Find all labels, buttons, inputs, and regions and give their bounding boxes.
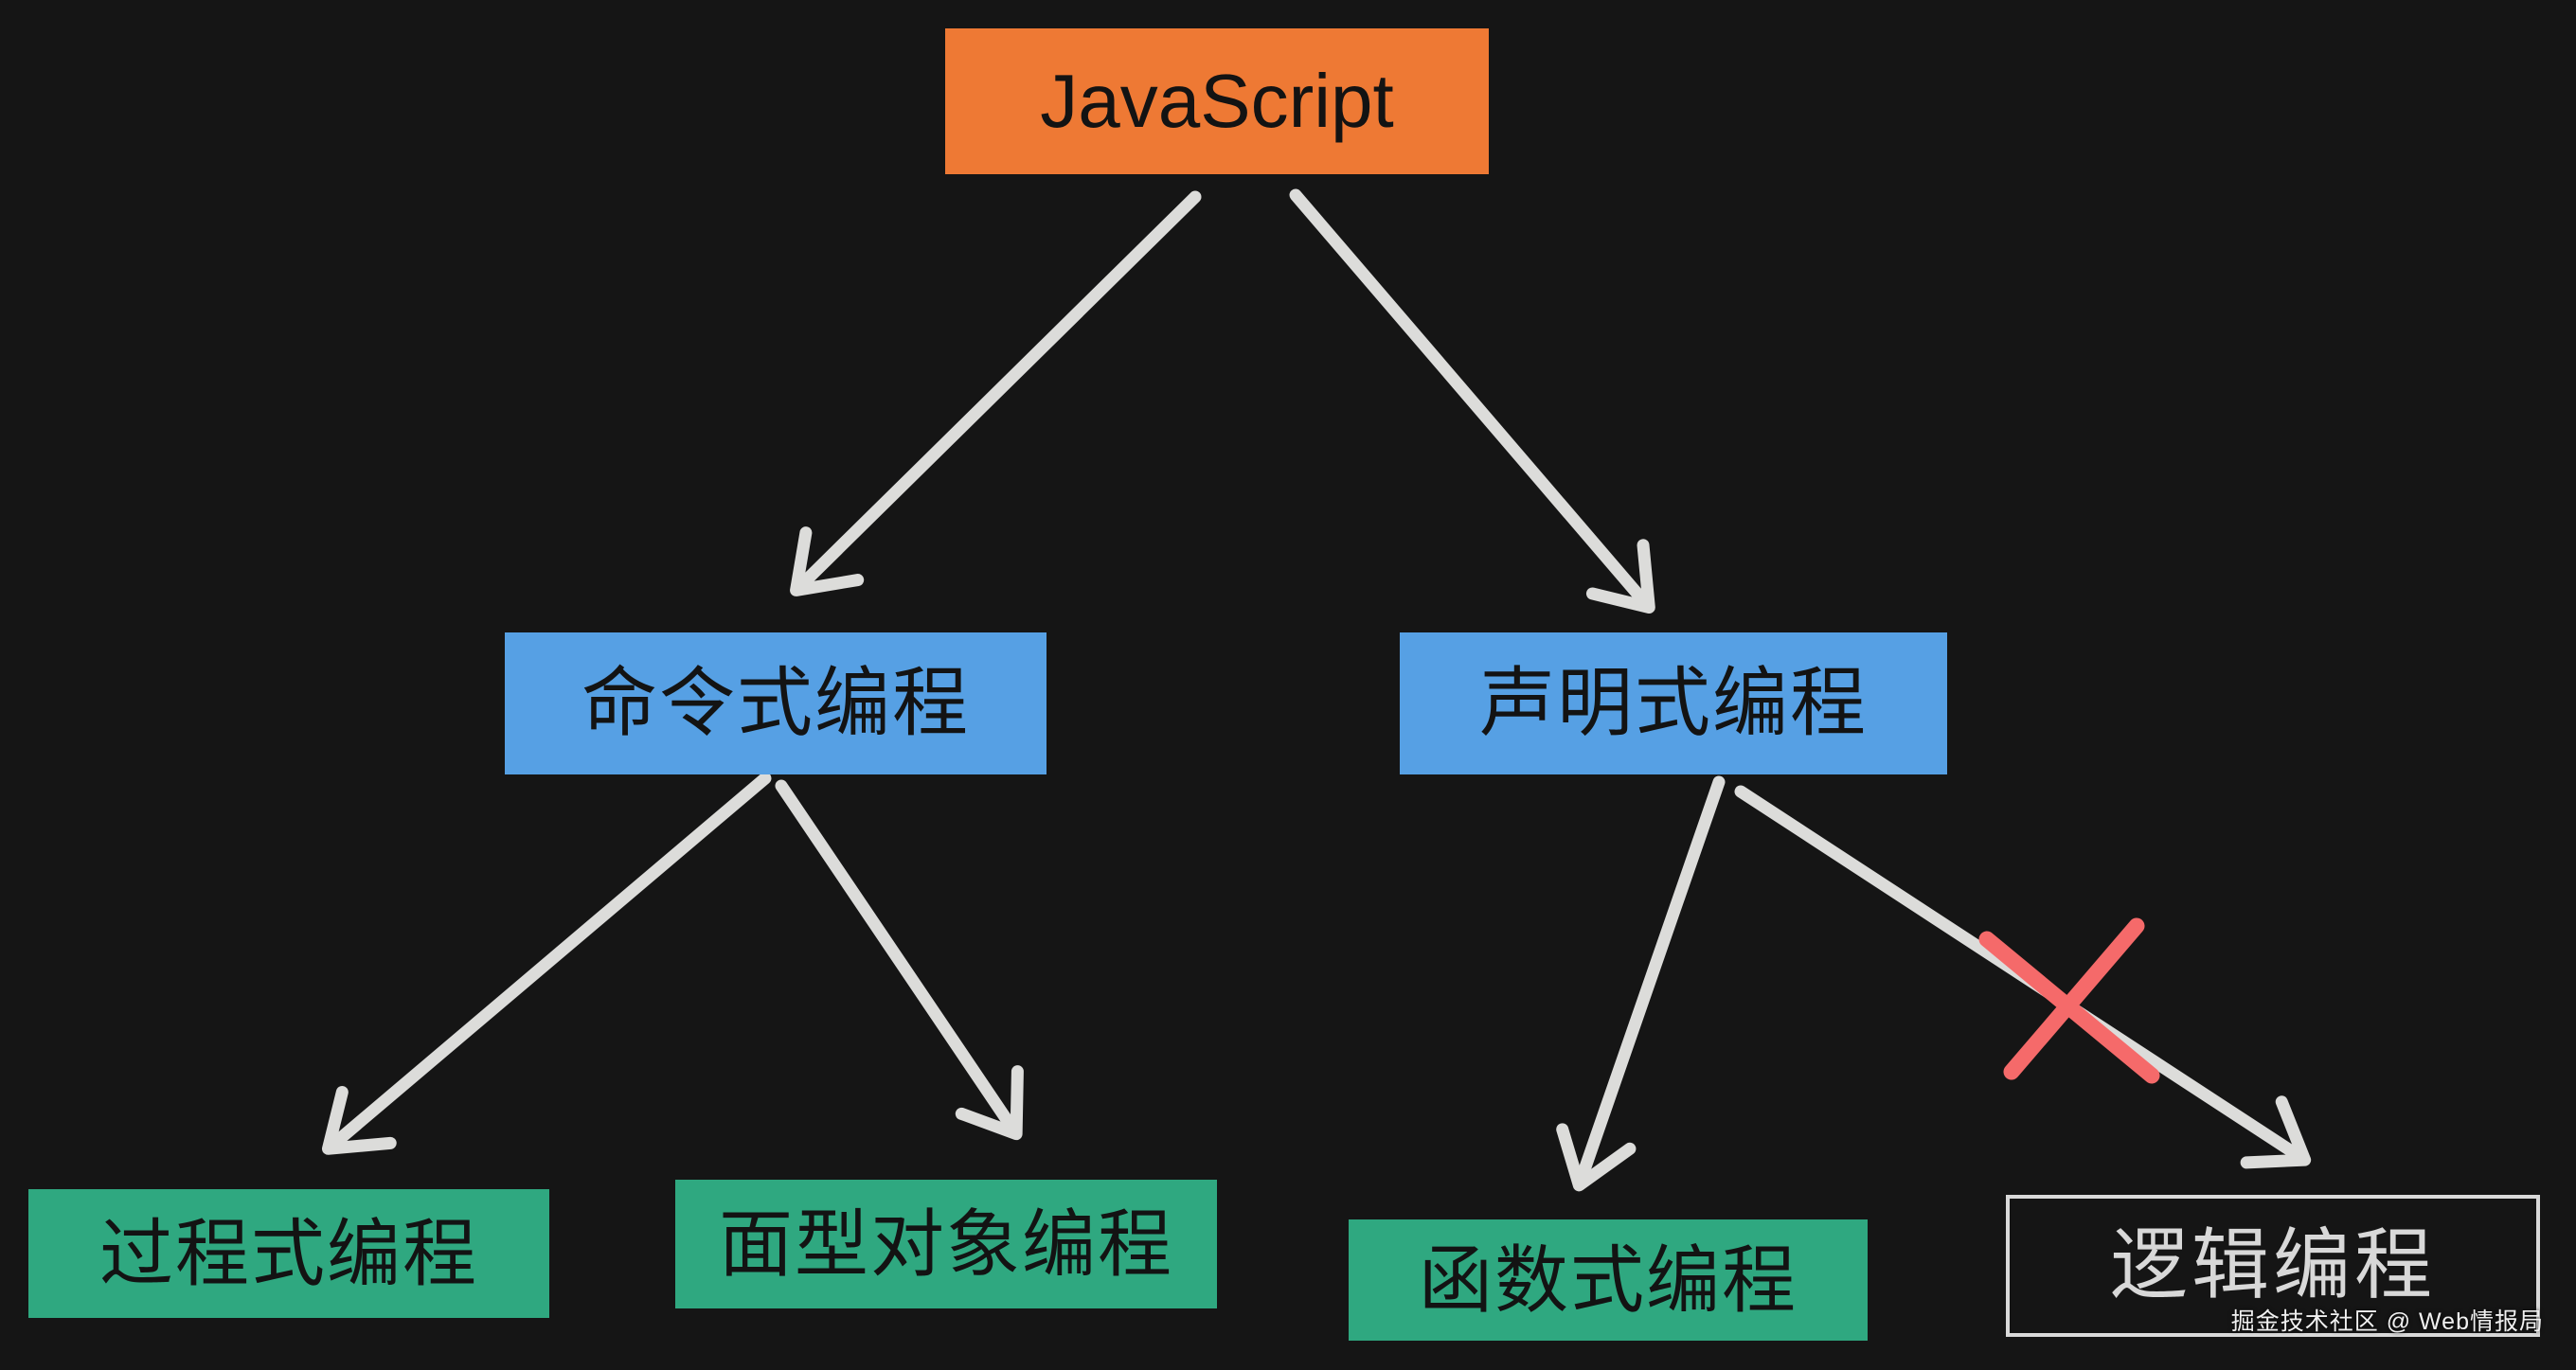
edge-javascript-declarative <box>1289 188 1655 614</box>
node-functional-label: 函数式编程 <box>1418 1238 1798 1322</box>
cross-out-mark-stroke-2 <box>2003 917 2145 1080</box>
node-javascript-label: JavaScript <box>1040 59 1394 143</box>
node-object-oriented: 面型对象编程 <box>675 1180 1217 1308</box>
edge-javascript-imperative <box>790 190 1202 596</box>
node-imperative-label: 命令式编程 <box>581 661 970 745</box>
node-declarative: 声明式编程 <box>1400 632 1947 774</box>
edge-declarative-functional <box>1556 775 1726 1192</box>
node-javascript: JavaScript <box>945 28 1489 174</box>
node-logic-label: 逻辑编程 <box>2109 1222 2436 1308</box>
node-object-oriented-label: 面型对象编程 <box>718 1202 1173 1286</box>
node-procedural-label: 过程式编程 <box>98 1212 478 1295</box>
watermark: 掘金技术社区 @ Web情报局 <box>2230 1308 2544 1335</box>
node-declarative-label: 声明式编程 <box>1479 661 1868 745</box>
node-procedural: 过程式编程 <box>28 1189 549 1318</box>
node-logic: 逻辑编程 <box>2006 1195 2540 1337</box>
edge-imperative-procedural <box>321 772 772 1155</box>
node-functional: 函数式编程 <box>1349 1219 1868 1341</box>
edge-imperative-object-oriented <box>775 779 1024 1141</box>
node-imperative: 命令式编程 <box>505 632 1046 774</box>
